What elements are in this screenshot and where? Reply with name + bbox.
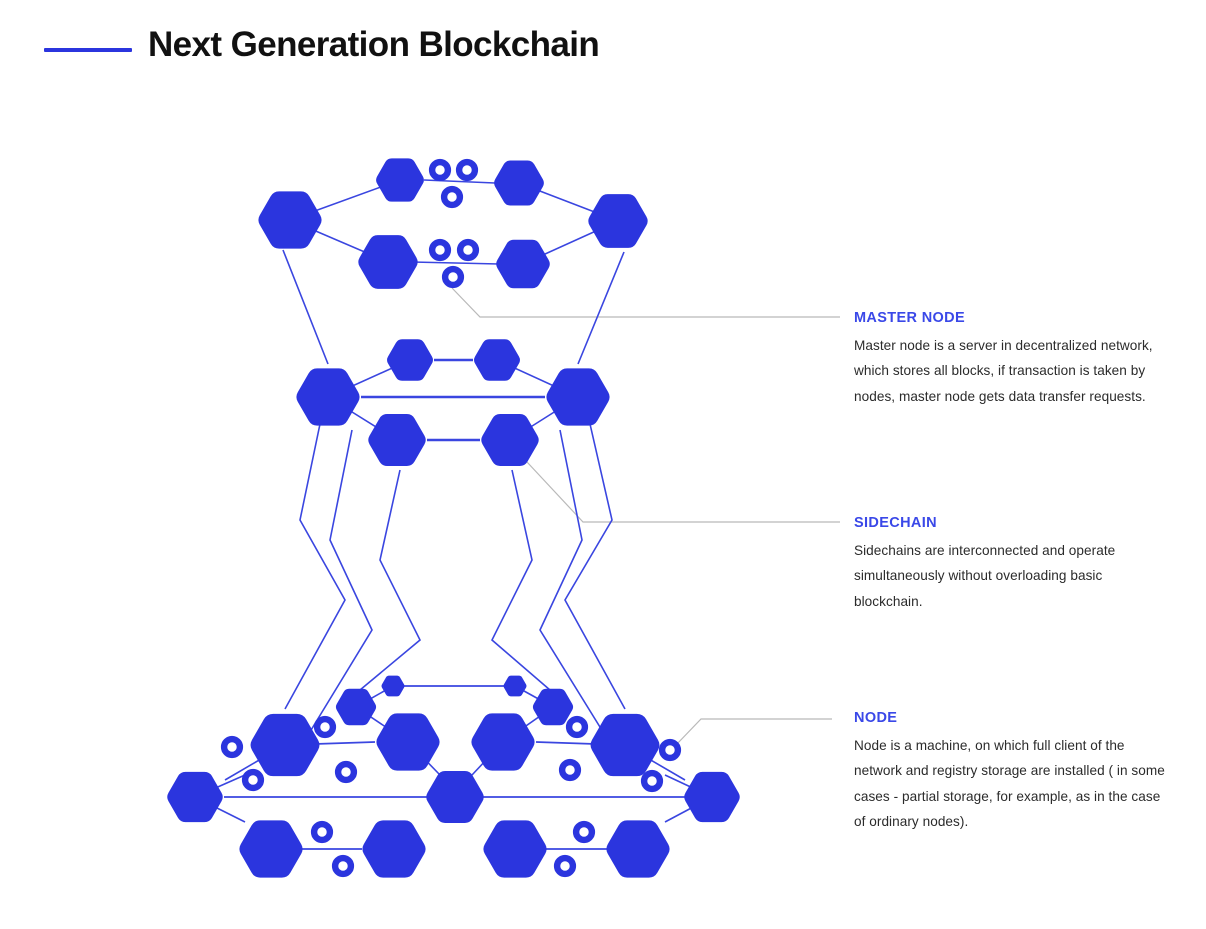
hexagon-node <box>381 675 405 697</box>
ring-node <box>241 768 265 792</box>
connector-line <box>423 179 496 184</box>
hexagon-node <box>532 688 574 726</box>
ring-node <box>456 238 480 262</box>
leader-master <box>451 287 840 318</box>
connector-polyline <box>304 429 373 741</box>
callout-body-sidechain: Sidechains are interconnected and operat… <box>854 543 1116 609</box>
ring-node <box>558 758 582 782</box>
connector-polyline <box>284 423 346 710</box>
hexagon-node <box>387 339 433 381</box>
connector-line <box>411 261 500 265</box>
ring-node <box>310 820 334 844</box>
ring-node <box>658 738 682 762</box>
hexagon-node <box>362 820 426 878</box>
hexagon-node <box>471 713 535 771</box>
ring-node <box>440 185 464 209</box>
hexagon-node <box>358 235 418 289</box>
callout-sidechain: SIDECHAIN Sidechains are interconnected … <box>854 515 1154 614</box>
hexagon-node <box>167 771 223 823</box>
hexagon-node <box>376 713 440 771</box>
ring-node <box>220 735 244 759</box>
hexagon-node <box>368 414 426 466</box>
node-shape-layer <box>167 158 740 878</box>
ring-node <box>334 760 358 784</box>
hexagon-node <box>590 713 660 777</box>
callout-title-sidechain: SIDECHAIN <box>854 515 937 531</box>
ring-node <box>640 769 664 793</box>
hexagon-node <box>546 368 610 426</box>
ring-node <box>455 158 479 182</box>
ring-node <box>572 820 596 844</box>
leader-line-layer <box>451 287 840 746</box>
hexagon-node <box>474 339 520 381</box>
callout-master-node: MASTER NODE Master node is a server in d… <box>854 310 1166 409</box>
callout-node: NODE Node is a machine, on which full cl… <box>854 710 1166 834</box>
hexagon-node <box>426 771 484 823</box>
hexagon-node <box>494 160 544 206</box>
hexagon-node <box>483 820 547 878</box>
hexagon-node <box>250 713 320 777</box>
hexagon-node <box>606 820 670 878</box>
hexagon-node <box>335 688 377 726</box>
callout-body-master-node: Master node is a server in decentralized… <box>854 338 1153 404</box>
page-title: Next Generation Blockchain <box>148 25 600 64</box>
page-header: Next Generation Blockchain <box>0 0 1206 110</box>
leader-sidechain <box>526 461 840 523</box>
ring-node <box>441 265 465 289</box>
hexagon-node <box>296 368 360 426</box>
title-rule-decoration <box>44 48 132 52</box>
ring-node <box>313 715 337 739</box>
leader-node <box>675 718 832 746</box>
ring-node <box>428 238 452 262</box>
ring-node <box>553 854 577 878</box>
hexagon-node <box>496 239 550 289</box>
hexagon-node <box>503 675 527 697</box>
callout-body-node: Node is a machine, on which full client … <box>854 738 1165 829</box>
hexagon-node <box>258 191 322 249</box>
hexagon-node <box>684 771 740 823</box>
hexagon-node <box>588 194 648 248</box>
connector-line <box>282 249 329 365</box>
ring-node <box>428 158 452 182</box>
connector-polyline <box>539 429 609 741</box>
connector-polyline <box>564 423 626 710</box>
ring-node <box>565 715 589 739</box>
connector-polyline <box>491 469 551 691</box>
hexagon-node <box>376 158 424 202</box>
callout-title-master-node: MASTER NODE <box>854 310 965 326</box>
hexagon-node <box>239 820 303 878</box>
connector-line <box>577 251 625 365</box>
ring-node <box>331 854 355 878</box>
callout-title-node: NODE <box>854 710 898 726</box>
connector-polyline <box>359 469 421 691</box>
hexagon-node <box>481 414 539 466</box>
